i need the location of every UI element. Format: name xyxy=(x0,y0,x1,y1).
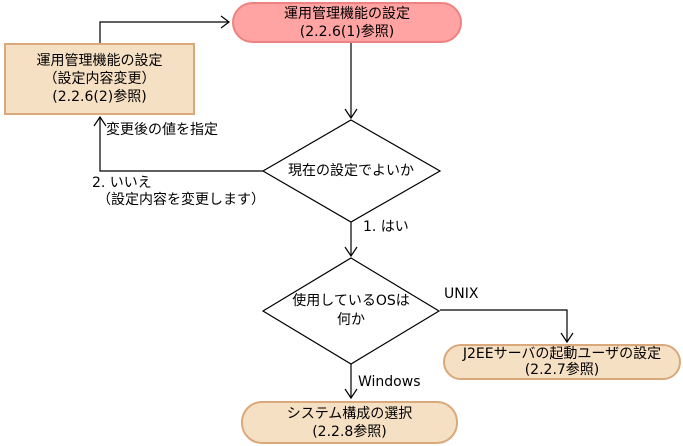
node-text-line: (2.2.7参照) xyxy=(524,362,600,378)
node-text-line: 運用管理機能の設定 xyxy=(284,5,410,22)
arrowhead-right-icon xyxy=(220,15,230,29)
node-j2ee-server-start-user-setting: J2EEサーバの起動ユーザの設定 (2.2.7参照) xyxy=(443,344,681,380)
arrowhead-up-icon xyxy=(93,115,107,127)
edge-label-change-value: 変更後の値を指定 xyxy=(106,122,218,138)
node-system-configuration-selection: システム構成の選択 (2.2.8参照) xyxy=(241,401,458,444)
node-text-line: 何か xyxy=(337,312,365,328)
node-operation-management-setting: 運用管理機能の設定 (2.2.6(1)参照) xyxy=(232,2,462,43)
node-text-line: (2.2.6(1)参照) xyxy=(299,23,395,40)
node-text-line: 運用管理機能の設定 xyxy=(36,53,163,69)
decision-os-diamond xyxy=(261,257,441,365)
node-text-line: J2EEサーバの起動ユーザの設定 xyxy=(462,346,662,362)
edge-label-yes: 1. はい xyxy=(363,219,409,235)
arrow-decision1-to-leftbox xyxy=(99,118,263,172)
arrowhead-down-icon xyxy=(344,108,358,120)
node-text-line: （設定内容変更） xyxy=(43,71,156,87)
decision-current-setting-label: 現在の設定でよいか xyxy=(266,162,436,181)
decision-current-setting-diamond xyxy=(261,119,442,223)
node-text-line: システム構成の選択 xyxy=(286,405,413,422)
arrowhead-down-icon xyxy=(344,246,358,258)
node-text-line: 使用しているOSは xyxy=(292,293,410,309)
arrowhead-down-icon xyxy=(344,388,358,400)
node-text-line: (2.2.6(2)参照) xyxy=(52,89,147,105)
arrow-decision2-to-j2ee xyxy=(440,309,568,341)
edge-label-no-detail: （設定内容を変更します） xyxy=(97,192,265,208)
arrowhead-down-icon xyxy=(560,332,574,344)
edge-label-no: 2. いいえ xyxy=(92,175,152,191)
edge-label-windows: Windows xyxy=(358,374,421,390)
node-text-line: 現在の設定でよいか xyxy=(288,163,414,179)
node-text-line: (2.2.8参照) xyxy=(312,423,387,440)
edge-label-unix: UNIX xyxy=(444,286,479,302)
arrow-leftbox-to-topbox xyxy=(99,21,228,43)
decision-os-label: 使用しているOSは 何か xyxy=(276,292,426,330)
node-operation-management-setting-change: 運用管理機能の設定 （設定内容変更） (2.2.6(2)参照) xyxy=(4,43,195,115)
